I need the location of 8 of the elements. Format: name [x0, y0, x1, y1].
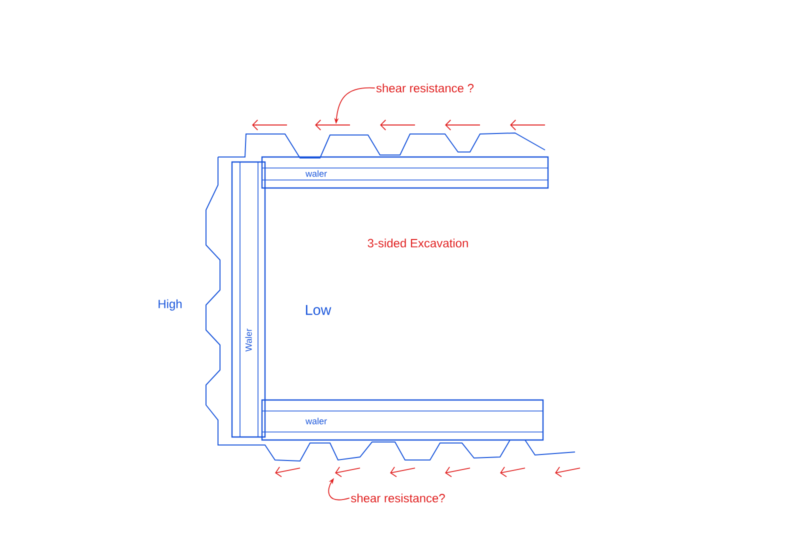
side-label: High: [158, 299, 182, 311]
waler-beam: Waler: [231, 161, 266, 438]
side-label: Low: [306, 304, 332, 316]
annotation-text: shear resistance?: [350, 494, 445, 502]
waler-beam: waler: [261, 399, 544, 441]
waler-beam: waler: [261, 156, 549, 189]
label-text: 3-sided Excavation: [368, 238, 468, 248]
annotation-text: shear resistance ?: [376, 84, 474, 92]
